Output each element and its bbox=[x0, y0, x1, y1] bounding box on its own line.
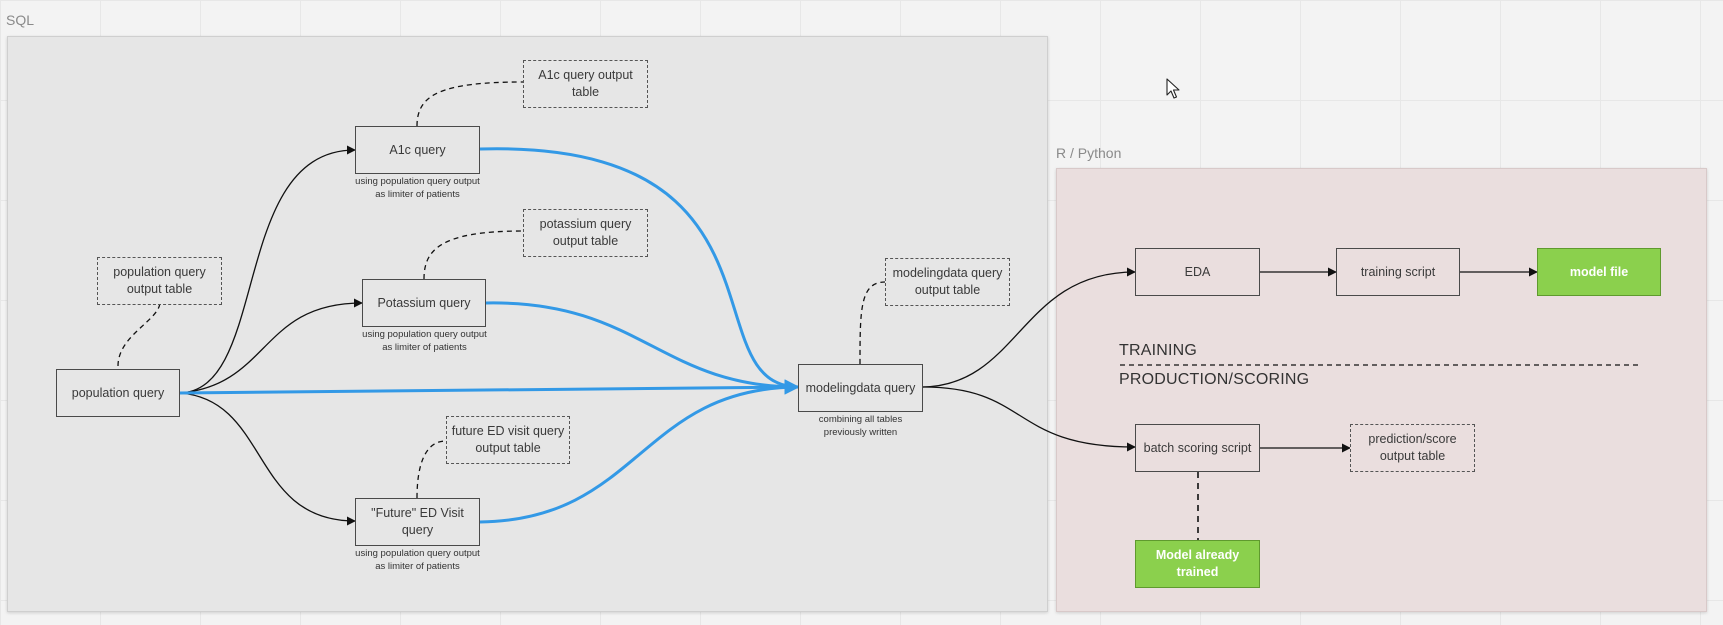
a1c-note: using population query output as limiter… bbox=[355, 176, 480, 200]
population-query-node[interactable]: population query bbox=[56, 369, 180, 417]
rpython-frame[interactable] bbox=[1056, 168, 1707, 612]
potassium-query-node[interactable]: Potassium query bbox=[362, 279, 486, 327]
future-output-table[interactable]: future ED visit query output table bbox=[446, 416, 570, 464]
potassium-note: using population query output as limiter… bbox=[362, 329, 487, 353]
sql-frame[interactable] bbox=[7, 36, 1048, 612]
population-output-table[interactable]: population query output table bbox=[97, 257, 222, 305]
modelingdata-note: combining all tables previously written bbox=[818, 414, 903, 438]
model-file-node[interactable]: model file bbox=[1537, 248, 1661, 296]
modelingdata-output-table[interactable]: modelingdata query output table bbox=[885, 258, 1010, 306]
production-section-label: PRODUCTION/SCORING bbox=[1119, 371, 1310, 388]
mouse-pointer-icon bbox=[1166, 78, 1180, 99]
eda-node[interactable]: EDA bbox=[1135, 248, 1260, 296]
prediction-output-table[interactable]: prediction/score output table bbox=[1350, 424, 1475, 472]
model-already-trained-node[interactable]: Model already trained bbox=[1135, 540, 1260, 588]
future-note: using population query output as limiter… bbox=[355, 548, 480, 572]
training-script-node[interactable]: training script bbox=[1336, 248, 1460, 296]
sql-frame-label: SQL bbox=[6, 12, 35, 28]
modelingdata-query-node[interactable]: modelingdata query bbox=[798, 364, 923, 412]
a1c-query-node[interactable]: A1c query bbox=[355, 126, 480, 174]
potassium-output-table[interactable]: potassium query output table bbox=[523, 209, 648, 257]
training-section-label: TRAINING bbox=[1119, 342, 1198, 359]
future-ed-visit-query-node[interactable]: "Future" ED Visit query bbox=[355, 498, 480, 546]
rpython-frame-label: R / Python bbox=[1056, 145, 1122, 161]
a1c-output-table[interactable]: A1c query output table bbox=[523, 60, 648, 108]
batch-scoring-script-node[interactable]: batch scoring script bbox=[1135, 424, 1260, 472]
